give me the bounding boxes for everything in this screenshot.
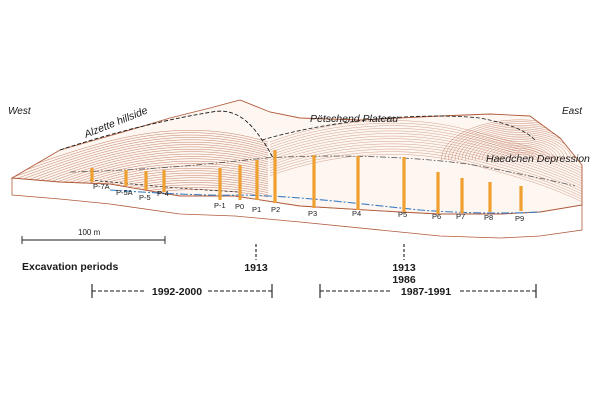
year-1913-a: 1913 [244, 262, 268, 274]
shaft-label-p-5: P-5 [139, 193, 151, 202]
period-1987-1991: 1987-1991 [319, 284, 537, 298]
shaft-p-5 [144, 171, 148, 190]
shaft-label-p1: P1 [252, 205, 261, 214]
shaft-p5 [402, 157, 406, 212]
shaft-p8 [488, 182, 492, 212]
shaft-label-p2: P2 [271, 205, 280, 214]
water-line [109, 189, 541, 214]
shaft-p-4 [162, 170, 166, 192]
shaft-p1 [255, 160, 259, 200]
ridge-line [69, 155, 576, 187]
period-1987-1991-label: 1987-1991 [401, 286, 451, 298]
shaft-label-p-4: P-4 [157, 189, 169, 198]
shaft-p0 [238, 165, 242, 200]
shaft-label-p-1: P-1 [214, 201, 226, 210]
label-east: East [562, 106, 583, 117]
label-haedchen-depression: Haedchen Depression [486, 153, 590, 165]
shaft-label-p-7a: P-7A [93, 182, 110, 191]
shaft-p4 [356, 156, 360, 210]
gallery-line [89, 179, 241, 193]
shaft-label-p7: P7 [456, 212, 465, 221]
shaft-p7 [460, 178, 464, 213]
shaft-label-p6: P6 [432, 212, 441, 221]
shaft-label-p4: P4 [352, 209, 361, 218]
scale-bar-label: 100 m [78, 228, 101, 237]
hillside-edge-line [59, 110, 277, 163]
shafts: P-7A P-5A P-5 P-4P-1 P0 P1 P2 P3 P4 P5 P6 P7 P8 P9 [90, 150, 524, 223]
period-1992-2000: 1992-2000 [91, 284, 273, 298]
shaft-p6 [436, 172, 440, 214]
shaft-p2 [273, 150, 277, 203]
year-1986: 1986 [392, 274, 416, 286]
shaft-label-p9: P9 [515, 214, 524, 223]
shaft-p3 [312, 155, 316, 208]
shaft-label-p5: P5 [398, 210, 407, 219]
plateau-edge-line [261, 115, 536, 141]
shaft-p-5a [124, 170, 128, 186]
shaft-label-p0: P0 [235, 202, 244, 211]
scale-bar: 100 m [21, 228, 166, 244]
shaft-p-7a [90, 168, 94, 182]
shaft-label-p3: P3 [308, 209, 317, 218]
shaft-p-1 [218, 168, 222, 200]
shaft-label-p8: P8 [484, 213, 493, 222]
label-petschend-plateau: Pëtschend Plateau [310, 113, 398, 125]
period-1992-2000-label: 1992-2000 [152, 286, 202, 298]
year-1913-b: 1913 [392, 262, 416, 274]
shaft-label-p-5a: P-5A [116, 188, 133, 197]
shaft-p9 [519, 186, 523, 211]
excavation-periods-title: Excavation periods [22, 261, 118, 273]
label-west: West [8, 106, 32, 117]
